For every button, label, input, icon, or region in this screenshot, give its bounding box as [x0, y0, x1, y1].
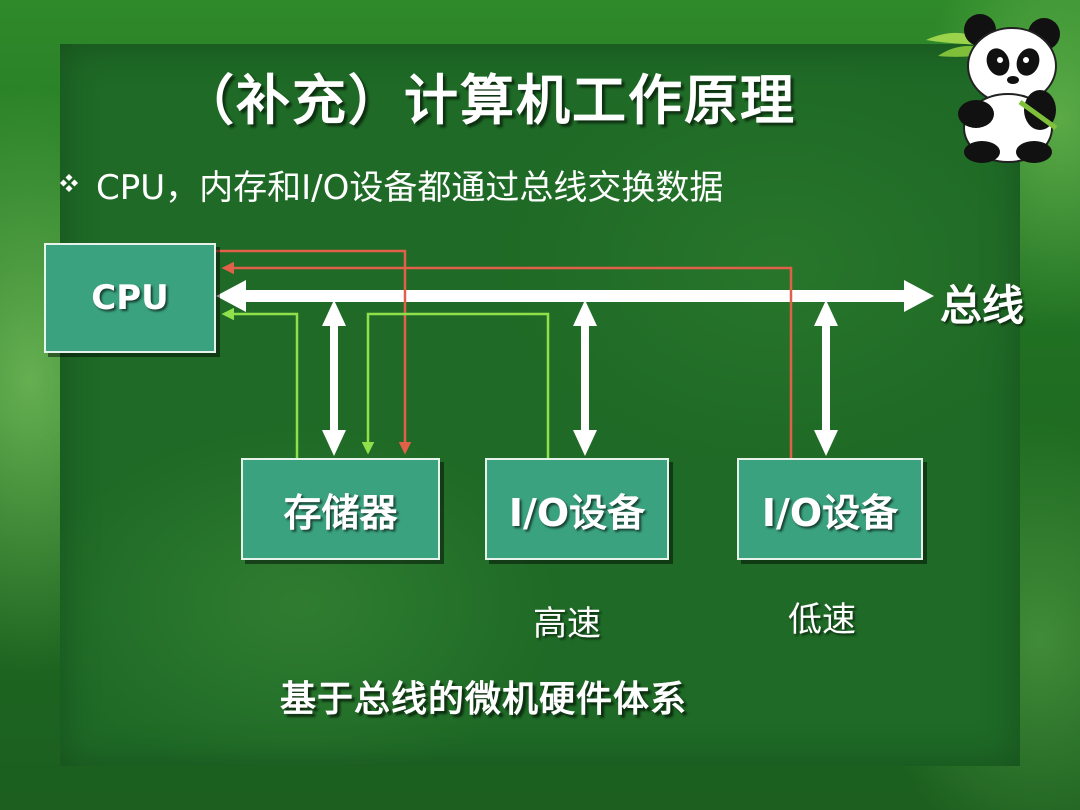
memory-label: 存储器 — [283, 490, 398, 535]
bullet-text: CPU，内存和I/O设备都通过总线交换数据 — [96, 168, 724, 208]
system-bus-arrow — [216, 280, 934, 312]
io-high-label: I/O设备 — [508, 490, 646, 535]
memory-bus-link — [322, 300, 346, 456]
diamond-bullet-icon — [60, 174, 78, 192]
io-device-low-box: I/O设备 — [737, 458, 923, 560]
panda-icon — [926, 14, 1060, 163]
io-low-bus-link — [814, 300, 838, 456]
io-device-high-box: I/O设备 — [485, 458, 669, 560]
bus-label: 总线 — [940, 281, 1025, 330]
slide-title: （补充）计算机工作原理 — [180, 69, 796, 132]
high-speed-label: 高速 — [533, 604, 601, 644]
red-line-cpu-to-memory — [214, 249, 412, 455]
green-line-memory-to-cpu — [221, 307, 299, 458]
diagram-caption: 基于总线的微机硬件体系 — [280, 679, 688, 720]
memory-box: 存储器 — [241, 458, 440, 560]
red-line-io-low-to-cpu — [221, 261, 793, 458]
slide-frame — [60, 44, 1020, 766]
cpu-box: CPU — [44, 243, 216, 353]
green-line-io-high-to-memory — [361, 312, 550, 458]
low-speed-label: 低速 — [788, 600, 856, 640]
cpu-label: CPU — [91, 278, 169, 318]
io-low-label: I/O设备 — [761, 490, 899, 535]
io-high-bus-link — [573, 300, 597, 456]
